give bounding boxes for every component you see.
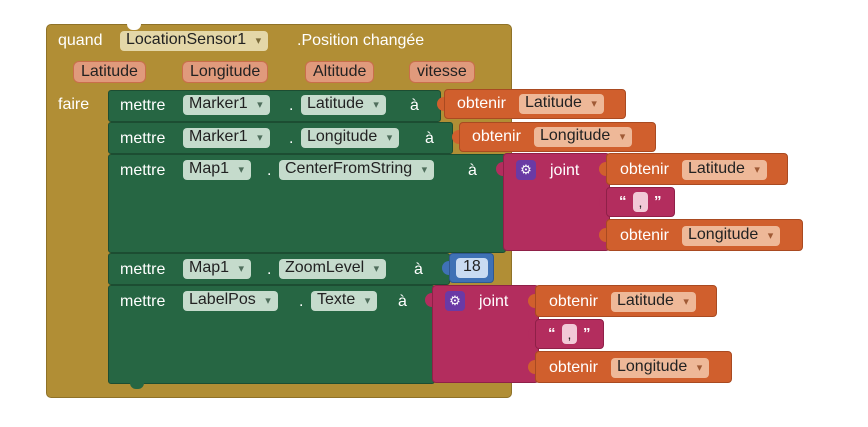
event-when-label: quand	[58, 32, 103, 49]
variable-dropdown-longitude[interactable]: Longitude	[682, 226, 781, 246]
event-component-dropdown[interactable]: LocationSensor1	[120, 31, 269, 51]
gear-icon[interactable]: ⚙	[445, 291, 465, 311]
set-keyword: mettre	[120, 130, 166, 147]
dot-separator: .	[267, 162, 272, 179]
text-plug	[599, 195, 606, 209]
variable-dropdown-latitude[interactable]: Latitude	[682, 160, 767, 180]
join-keyword: joint	[479, 293, 509, 310]
get-keyword: obtenir	[472, 128, 521, 145]
component-dropdown-map1[interactable]: Map1	[183, 160, 252, 180]
param-altitude[interactable]: Altitude	[305, 61, 375, 83]
quote-close: ”	[654, 193, 662, 210]
dot-separator: .	[289, 130, 294, 147]
to-keyword: à	[410, 97, 419, 114]
get-keyword: obtenir	[549, 293, 598, 310]
getter-plug	[528, 360, 535, 374]
quote-open: “	[619, 193, 627, 210]
get-keyword: obtenir	[620, 227, 669, 244]
join-plug	[496, 162, 503, 176]
dot-separator: .	[267, 261, 272, 278]
to-keyword: à	[425, 130, 434, 147]
get-keyword: obtenir	[620, 161, 669, 178]
component-dropdown-map1[interactable]: Map1	[183, 259, 252, 279]
getter-plug	[528, 294, 535, 308]
component-dropdown-marker1[interactable]: Marker1	[183, 95, 270, 115]
variable-dropdown-longitude[interactable]: Longitude	[611, 358, 710, 378]
property-dropdown-centerfromstring[interactable]: CenterFromString	[279, 160, 435, 180]
property-dropdown-latitude[interactable]: Latitude	[301, 95, 386, 115]
set-keyword: mettre	[120, 97, 166, 114]
statement-nub	[130, 383, 144, 389]
property-dropdown-zoomlevel[interactable]: ZoomLevel	[279, 259, 387, 279]
set-keyword: mettre	[120, 261, 166, 278]
event-name-label: .Position changée	[297, 32, 425, 49]
join-plug	[425, 293, 432, 307]
variable-dropdown-longitude[interactable]: Longitude	[534, 127, 633, 147]
gear-icon[interactable]: ⚙	[516, 160, 536, 180]
dot-separator: .	[289, 97, 294, 114]
property-dropdown-texte[interactable]: Texte	[311, 291, 378, 311]
getter-plug	[599, 162, 606, 176]
text-string-field[interactable]: ,	[562, 324, 577, 344]
text-string-field[interactable]: ,	[633, 192, 648, 212]
param-vitesse[interactable]: vitesse	[409, 61, 475, 83]
number-plug	[442, 261, 449, 275]
text-plug	[528, 327, 535, 341]
variable-dropdown-latitude[interactable]: Latitude	[611, 292, 696, 312]
number-field[interactable]: 18	[456, 258, 488, 278]
quote-close: ”	[583, 325, 591, 342]
get-keyword: obtenir	[457, 95, 506, 112]
component-dropdown-labelpos[interactable]: LabelPos	[183, 291, 278, 311]
getter-plug	[452, 130, 459, 144]
dot-separator: .	[299, 293, 304, 310]
quote-open: “	[548, 325, 556, 342]
get-keyword: obtenir	[549, 359, 598, 376]
property-dropdown-longitude[interactable]: Longitude	[301, 128, 400, 148]
set-keyword: mettre	[120, 162, 166, 179]
event-do-label: faire	[58, 96, 90, 113]
to-keyword: à	[414, 261, 423, 278]
getter-plug	[599, 228, 606, 242]
join-keyword: joint	[550, 162, 580, 179]
param-longitude[interactable]: Longitude	[182, 61, 269, 83]
variable-dropdown-latitude[interactable]: Latitude	[519, 94, 604, 114]
set-keyword: mettre	[120, 293, 166, 310]
to-keyword: à	[468, 162, 477, 179]
param-latitude[interactable]: Latitude	[73, 61, 146, 83]
to-keyword: à	[398, 293, 407, 310]
getter-plug	[437, 97, 444, 111]
component-dropdown-marker1[interactable]: Marker1	[183, 128, 270, 148]
event-notch	[127, 24, 141, 30]
